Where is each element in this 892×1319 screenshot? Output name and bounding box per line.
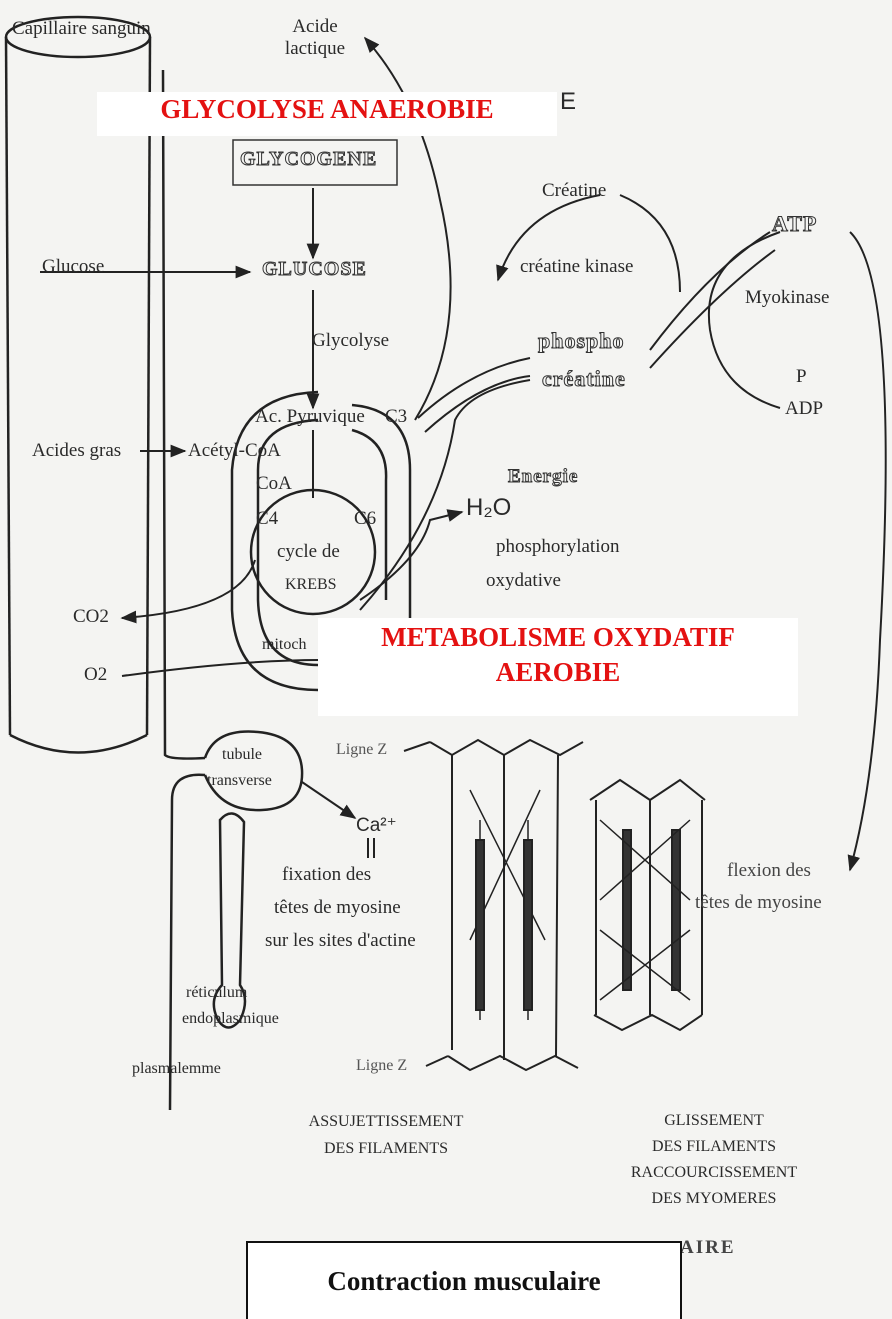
c4-label: C4: [256, 508, 278, 530]
anaerobic-glycolysis-banner: GLYCOLYSE ANAEROBIE: [97, 92, 557, 136]
plasmalemma-line: [163, 70, 205, 759]
sliding-label-2: DES FILAMENTS: [604, 1138, 824, 1156]
pyruvic-acid-label: Ac. Pyruvique: [255, 406, 365, 428]
co2-label: CO2: [73, 606, 109, 628]
endoplasmic-label: endoplasmique: [182, 1010, 279, 1028]
myosin-heads-label: têtes de myosine: [274, 897, 401, 919]
oxidative-metabolism-banner: METABOLISME OXYDATIF AEROBIE: [318, 618, 798, 716]
glycolysis-label: Glycolyse: [312, 330, 389, 352]
sarcomere-sliding: [590, 780, 705, 1030]
c6-label: C6: [354, 508, 376, 530]
fatty-acids-label: Acides gras: [32, 440, 121, 462]
capillary-label: Capillaire sanguin: [12, 18, 151, 40]
sarcomere-contracted: [430, 740, 583, 1070]
plasmalemma-label: plasmalemme: [132, 1060, 221, 1078]
acetyl-coa-label: Acétyl-CoA: [188, 440, 281, 462]
creatine-label: Créatine: [542, 180, 606, 202]
atp-label: ATP: [772, 211, 817, 236]
adp-label: ADP: [785, 398, 823, 420]
creatine-kinase-label: créatine kinase: [520, 256, 633, 278]
flexion-label: flexion des: [727, 860, 811, 882]
mitochondria-label: mitoch: [262, 636, 306, 654]
phosphorylation-label: phosphorylation: [496, 536, 620, 558]
calcium-label: Ca²⁺: [356, 815, 397, 837]
oxidative-metabolism-line-2: AEROBIE: [318, 655, 798, 690]
oxidative-metabolism-line-1: METABOLISME OXYDATIF: [318, 620, 798, 655]
myokinase-label: Myokinase: [745, 287, 829, 309]
z-line-top-label: Ligne Z: [336, 741, 387, 759]
krebs-label: KREBS: [285, 576, 337, 594]
coa-label: CoA: [256, 473, 292, 495]
energy-label: Energie: [508, 466, 578, 488]
water-label: H₂O: [466, 494, 511, 522]
p-label: P: [796, 366, 807, 388]
phospho-label: phospho: [538, 328, 625, 353]
sliding-label-1: GLISSEMENT: [604, 1112, 824, 1130]
tubule-label: tubule: [222, 746, 262, 764]
t-tubule: [205, 732, 302, 811]
oxidative-label: oxydative: [486, 570, 561, 592]
sliding-label-4: DES MYOMERES: [604, 1190, 824, 1208]
anchoring-label-2: DES FILAMENTS: [286, 1140, 486, 1158]
glucose-label: GLUCOSE: [262, 258, 367, 281]
fixation-label: fixation des: [282, 864, 371, 886]
transverse-label: transverse: [207, 772, 272, 790]
lactic-acid-label: Acide lactique: [275, 16, 355, 60]
myosin-heads-2-label: têtes de myosine: [695, 892, 822, 914]
o2-label: O2: [84, 664, 107, 686]
creatine2-label: créatine: [542, 366, 626, 391]
sliding-label-3: RACCOURCISSEMENT: [604, 1164, 824, 1182]
glycogen-label: GLYCOGENE: [240, 148, 377, 171]
reticulum-label: réticulum: [186, 984, 247, 1002]
contraction-faded-label: AIRE: [680, 1237, 736, 1259]
c3-label: C3: [385, 406, 407, 428]
cycle-label: cycle de: [277, 541, 340, 563]
letter-e: E: [560, 88, 576, 116]
glucose-in-label: Glucose: [42, 256, 104, 278]
legend-box: Contraction musculaire: [246, 1241, 682, 1319]
anchoring-label-1: ASSUJETTISSEMENT: [286, 1113, 486, 1131]
actin-sites-label: sur les sites d'actine: [265, 930, 416, 952]
z-line-bottom-label: Ligne Z: [356, 1057, 407, 1075]
